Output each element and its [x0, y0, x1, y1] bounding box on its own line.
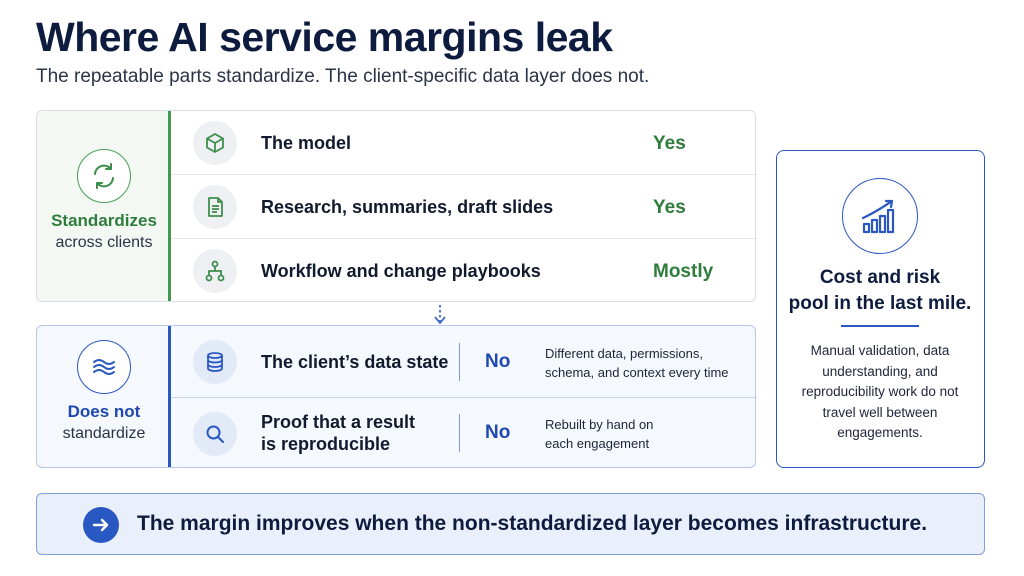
card-text-line: engagements.: [837, 425, 923, 440]
list-item: The model Yes: [171, 111, 757, 175]
row-description: Rebuilt by hand on each engagement: [545, 415, 653, 453]
last-mile-card: Cost and risk pool in the last mile. Man…: [776, 150, 985, 468]
refresh-icon: [77, 149, 131, 203]
page-title: Where AI service margins leak: [36, 14, 613, 60]
list-item: Workflow and change playbooks Mostly: [171, 239, 757, 303]
row-label: Research, summaries, draft slides: [261, 197, 554, 217]
list-item: The client’s data state No Different dat…: [171, 326, 757, 398]
not-standardize-label: Does not: [67, 402, 141, 421]
card-description: Manual validation, data understanding, a…: [783, 341, 977, 444]
conclusion-text: The margin improves when the non-standar…: [137, 512, 928, 535]
document-icon: [193, 185, 237, 229]
cube-icon: [193, 121, 237, 165]
row-label: Workflow and change playbooks: [261, 261, 541, 281]
row-label-line: Proof that a result: [261, 412, 416, 432]
growth-chart-icon: [842, 178, 918, 254]
standardizes-sublabel: across clients: [55, 234, 153, 251]
divider: [459, 414, 460, 452]
page-subtitle: The repeatable parts standardize. The cl…: [36, 66, 650, 87]
not-standardize-panel: Does not standardize The client’s data s…: [36, 325, 757, 469]
workflow-icon: [193, 249, 237, 293]
row-value: Mostly: [653, 261, 714, 282]
row-description: Different data, permissions, schema, and…: [545, 344, 729, 382]
standardizes-panel: Standardizes across clients The model Ye…: [36, 110, 757, 303]
row-description-line: schema, and context every time: [545, 365, 729, 380]
card-text-line: travel well between: [822, 404, 938, 420]
waves-icon: [77, 340, 131, 394]
row-description-line: each engagement: [545, 436, 650, 451]
row-value: No: [485, 422, 511, 443]
divider: [459, 343, 460, 381]
card-divider: [841, 325, 919, 327]
database-icon: [193, 340, 237, 384]
not-standardize-header: Does not standardize: [37, 326, 171, 467]
list-item: Research, summaries, draft slides Yes: [171, 175, 757, 239]
card-title-line: pool in the last mile.: [788, 293, 972, 314]
arrow-down-icon: [434, 305, 446, 325]
card-text-line: Manual validation, data: [810, 343, 950, 358]
arrow-right-icon: [83, 507, 119, 543]
magnifier-icon: [193, 412, 237, 456]
row-value: Yes: [653, 133, 686, 154]
list-item: Proof that a result is reproducible No R…: [171, 398, 757, 469]
row-value: No: [485, 351, 511, 372]
row-label: The client’s data state: [261, 352, 449, 372]
row-value: Yes: [653, 197, 686, 218]
card-title: Cost and risk pool in the last mile.: [777, 265, 983, 317]
row-label: The model: [261, 133, 352, 153]
conclusion-banner: The margin improves when the non-standar…: [36, 493, 985, 555]
row-label-line: is reproducible: [261, 434, 391, 454]
not-standardize-sublabel: standardize: [62, 425, 146, 442]
standardizes-label: Standardizes: [51, 211, 157, 230]
card-title-line: Cost and risk: [819, 267, 941, 288]
row-label: Proof that a result is reproducible: [261, 411, 415, 455]
card-text-line: reproducibility work do not: [801, 384, 959, 399]
standardizes-header: Standardizes across clients: [37, 111, 171, 301]
row-description-line: Different data, permissions,: [545, 346, 703, 361]
card-text-line: understanding, and: [822, 363, 938, 379]
row-description-line: Rebuilt by hand on: [545, 417, 654, 432]
